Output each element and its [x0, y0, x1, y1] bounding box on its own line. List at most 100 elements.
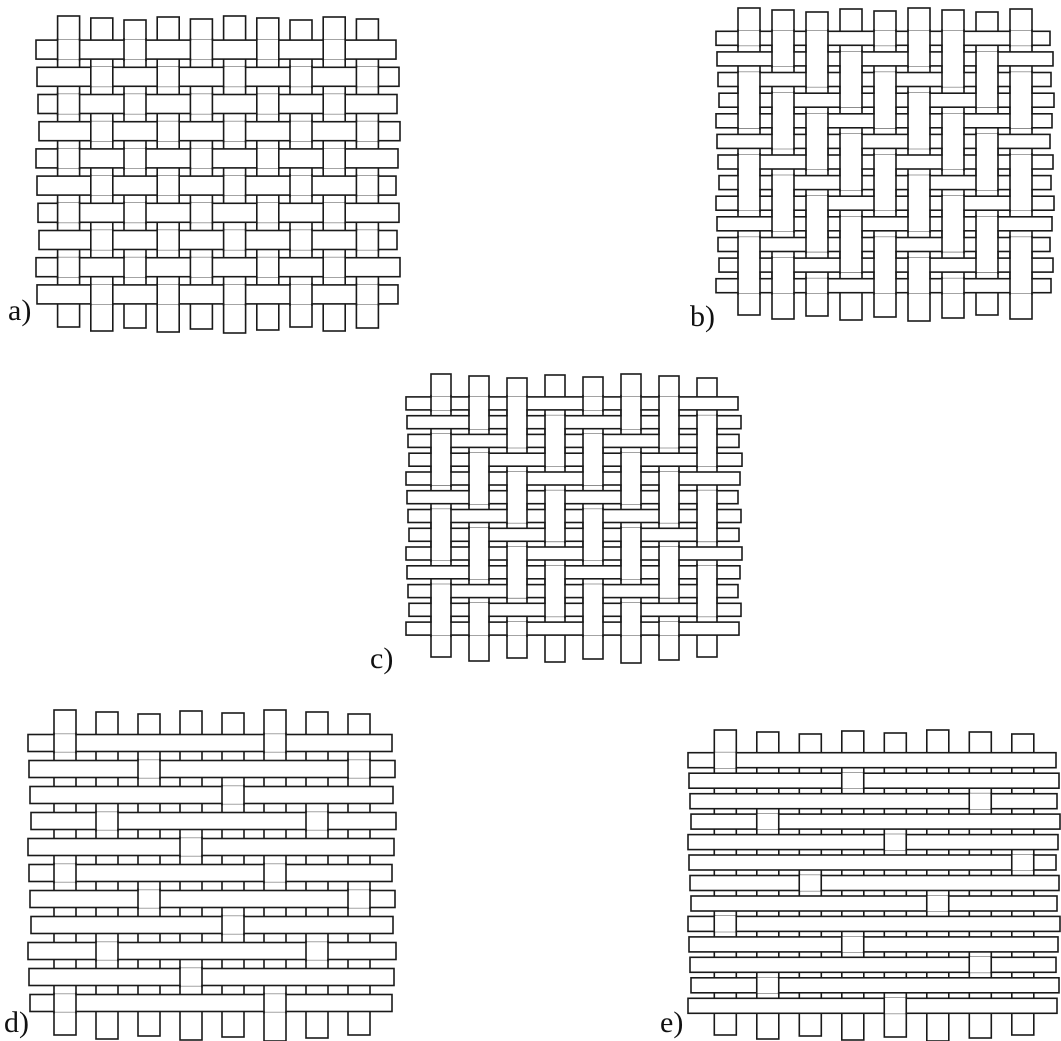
weft-thread [689, 773, 1059, 788]
warp-float-fill [928, 896, 948, 912]
warp-float-fill [875, 72, 895, 128]
weft-thread [30, 995, 392, 1012]
warp-float-fill [841, 52, 861, 108]
warp-float-fill [258, 40, 278, 60]
weft-thread [29, 865, 392, 882]
warp-float-fill [191, 257, 211, 277]
warp-float-fill [843, 773, 863, 789]
warp-float-fill [943, 278, 963, 293]
warp-float-fill [291, 230, 311, 250]
warp-float-fill [622, 397, 640, 430]
warp-float-fill [773, 93, 793, 149]
warp-float-fill [773, 175, 793, 231]
warp-float-fill [324, 94, 344, 114]
warp-float-fill [291, 176, 311, 196]
warp-float-fill [739, 31, 759, 46]
warp-float-fill [584, 434, 602, 485]
warp-float-fill [191, 40, 211, 60]
warp-float-fill [1011, 31, 1031, 46]
weft-thread [29, 969, 394, 986]
warp-float-fill [97, 812, 117, 830]
weft-thread [28, 839, 394, 856]
warp-float-fill [307, 812, 327, 830]
warp-float-fill [265, 994, 285, 1012]
warp-float-fill [191, 94, 211, 114]
warp-float-fill [909, 258, 929, 293]
weft-thread [688, 998, 1057, 1013]
warp-float-fill [158, 176, 178, 196]
warp-float-fill [843, 937, 863, 953]
weft-thread [690, 957, 1056, 972]
warp-float-fill [357, 230, 377, 250]
warp-float-fill [970, 957, 990, 973]
warp-float-fill [258, 203, 278, 223]
warp-float-fill [357, 176, 377, 196]
weft-thread [717, 217, 1052, 231]
warp-float-fill [223, 916, 243, 934]
weft-thread [406, 472, 740, 485]
warp-float-fill [909, 175, 929, 231]
weave-panel-d [28, 710, 396, 1041]
warp-float-fill [698, 415, 716, 466]
weft-thread [406, 622, 739, 635]
warp-thread [356, 19, 378, 328]
warp-float-fill [125, 94, 145, 114]
warp-float-fill [943, 113, 963, 169]
weft-thread [407, 416, 741, 429]
warp-float-fill [807, 31, 827, 87]
warp-float-fill [258, 94, 278, 114]
warp-float-fill [357, 285, 377, 305]
warp-float-fill [55, 994, 75, 1012]
warp-float-fill [698, 490, 716, 541]
weft-thread [691, 978, 1059, 993]
warp-float-fill [432, 509, 450, 560]
warp-float-fill [1011, 155, 1031, 211]
warp-float-fill [357, 121, 377, 141]
warp-float-fill [191, 149, 211, 169]
label-e: e) [660, 1008, 683, 1038]
warp-float-fill [698, 565, 716, 616]
warp-float-fill [584, 584, 602, 635]
warp-float-fill [432, 434, 450, 485]
warp-float-fill [977, 216, 997, 272]
warp-float-fill [660, 622, 678, 636]
warp-thread [290, 20, 312, 327]
warp-float-fill [158, 285, 178, 305]
warp-float-fill [584, 397, 602, 411]
warp-thread [323, 17, 345, 331]
warp-float-fill [715, 916, 735, 932]
warp-float-fill [125, 257, 145, 277]
warp-float-fill [470, 453, 488, 504]
warp-float-fill [970, 793, 990, 809]
warp-float-fill [773, 31, 793, 66]
warp-float-fill [58, 149, 78, 169]
warp-thread [124, 20, 146, 328]
warp-float-fill [977, 52, 997, 108]
weft-thread [407, 491, 738, 504]
warp-float-fill [191, 203, 211, 223]
warp-float-fill [546, 415, 564, 466]
weave-panel-b [716, 8, 1054, 321]
warp-float-fill [432, 584, 450, 635]
warp-float-fill [660, 547, 678, 598]
warp-float-fill [291, 121, 311, 141]
warp-float-fill [97, 942, 117, 960]
warp-float-fill [324, 203, 344, 223]
label-a: a) [8, 296, 31, 326]
warp-float-fill [158, 230, 178, 250]
warp-float-fill [357, 67, 377, 87]
warp-float-fill [349, 890, 369, 908]
warp-float-fill [58, 203, 78, 223]
weft-thread [407, 566, 740, 579]
weft-thread [689, 937, 1058, 952]
weft-thread [717, 134, 1050, 148]
warp-float-fill [224, 121, 244, 141]
weft-thread [30, 891, 395, 908]
weft-thread [31, 813, 396, 830]
weft-thread [688, 835, 1058, 850]
warp-float-fill [508, 397, 526, 448]
warp-float-fill [55, 864, 75, 882]
warp-float-fill [841, 216, 861, 272]
warp-float-fill [125, 149, 145, 169]
weft-thread [689, 855, 1056, 870]
